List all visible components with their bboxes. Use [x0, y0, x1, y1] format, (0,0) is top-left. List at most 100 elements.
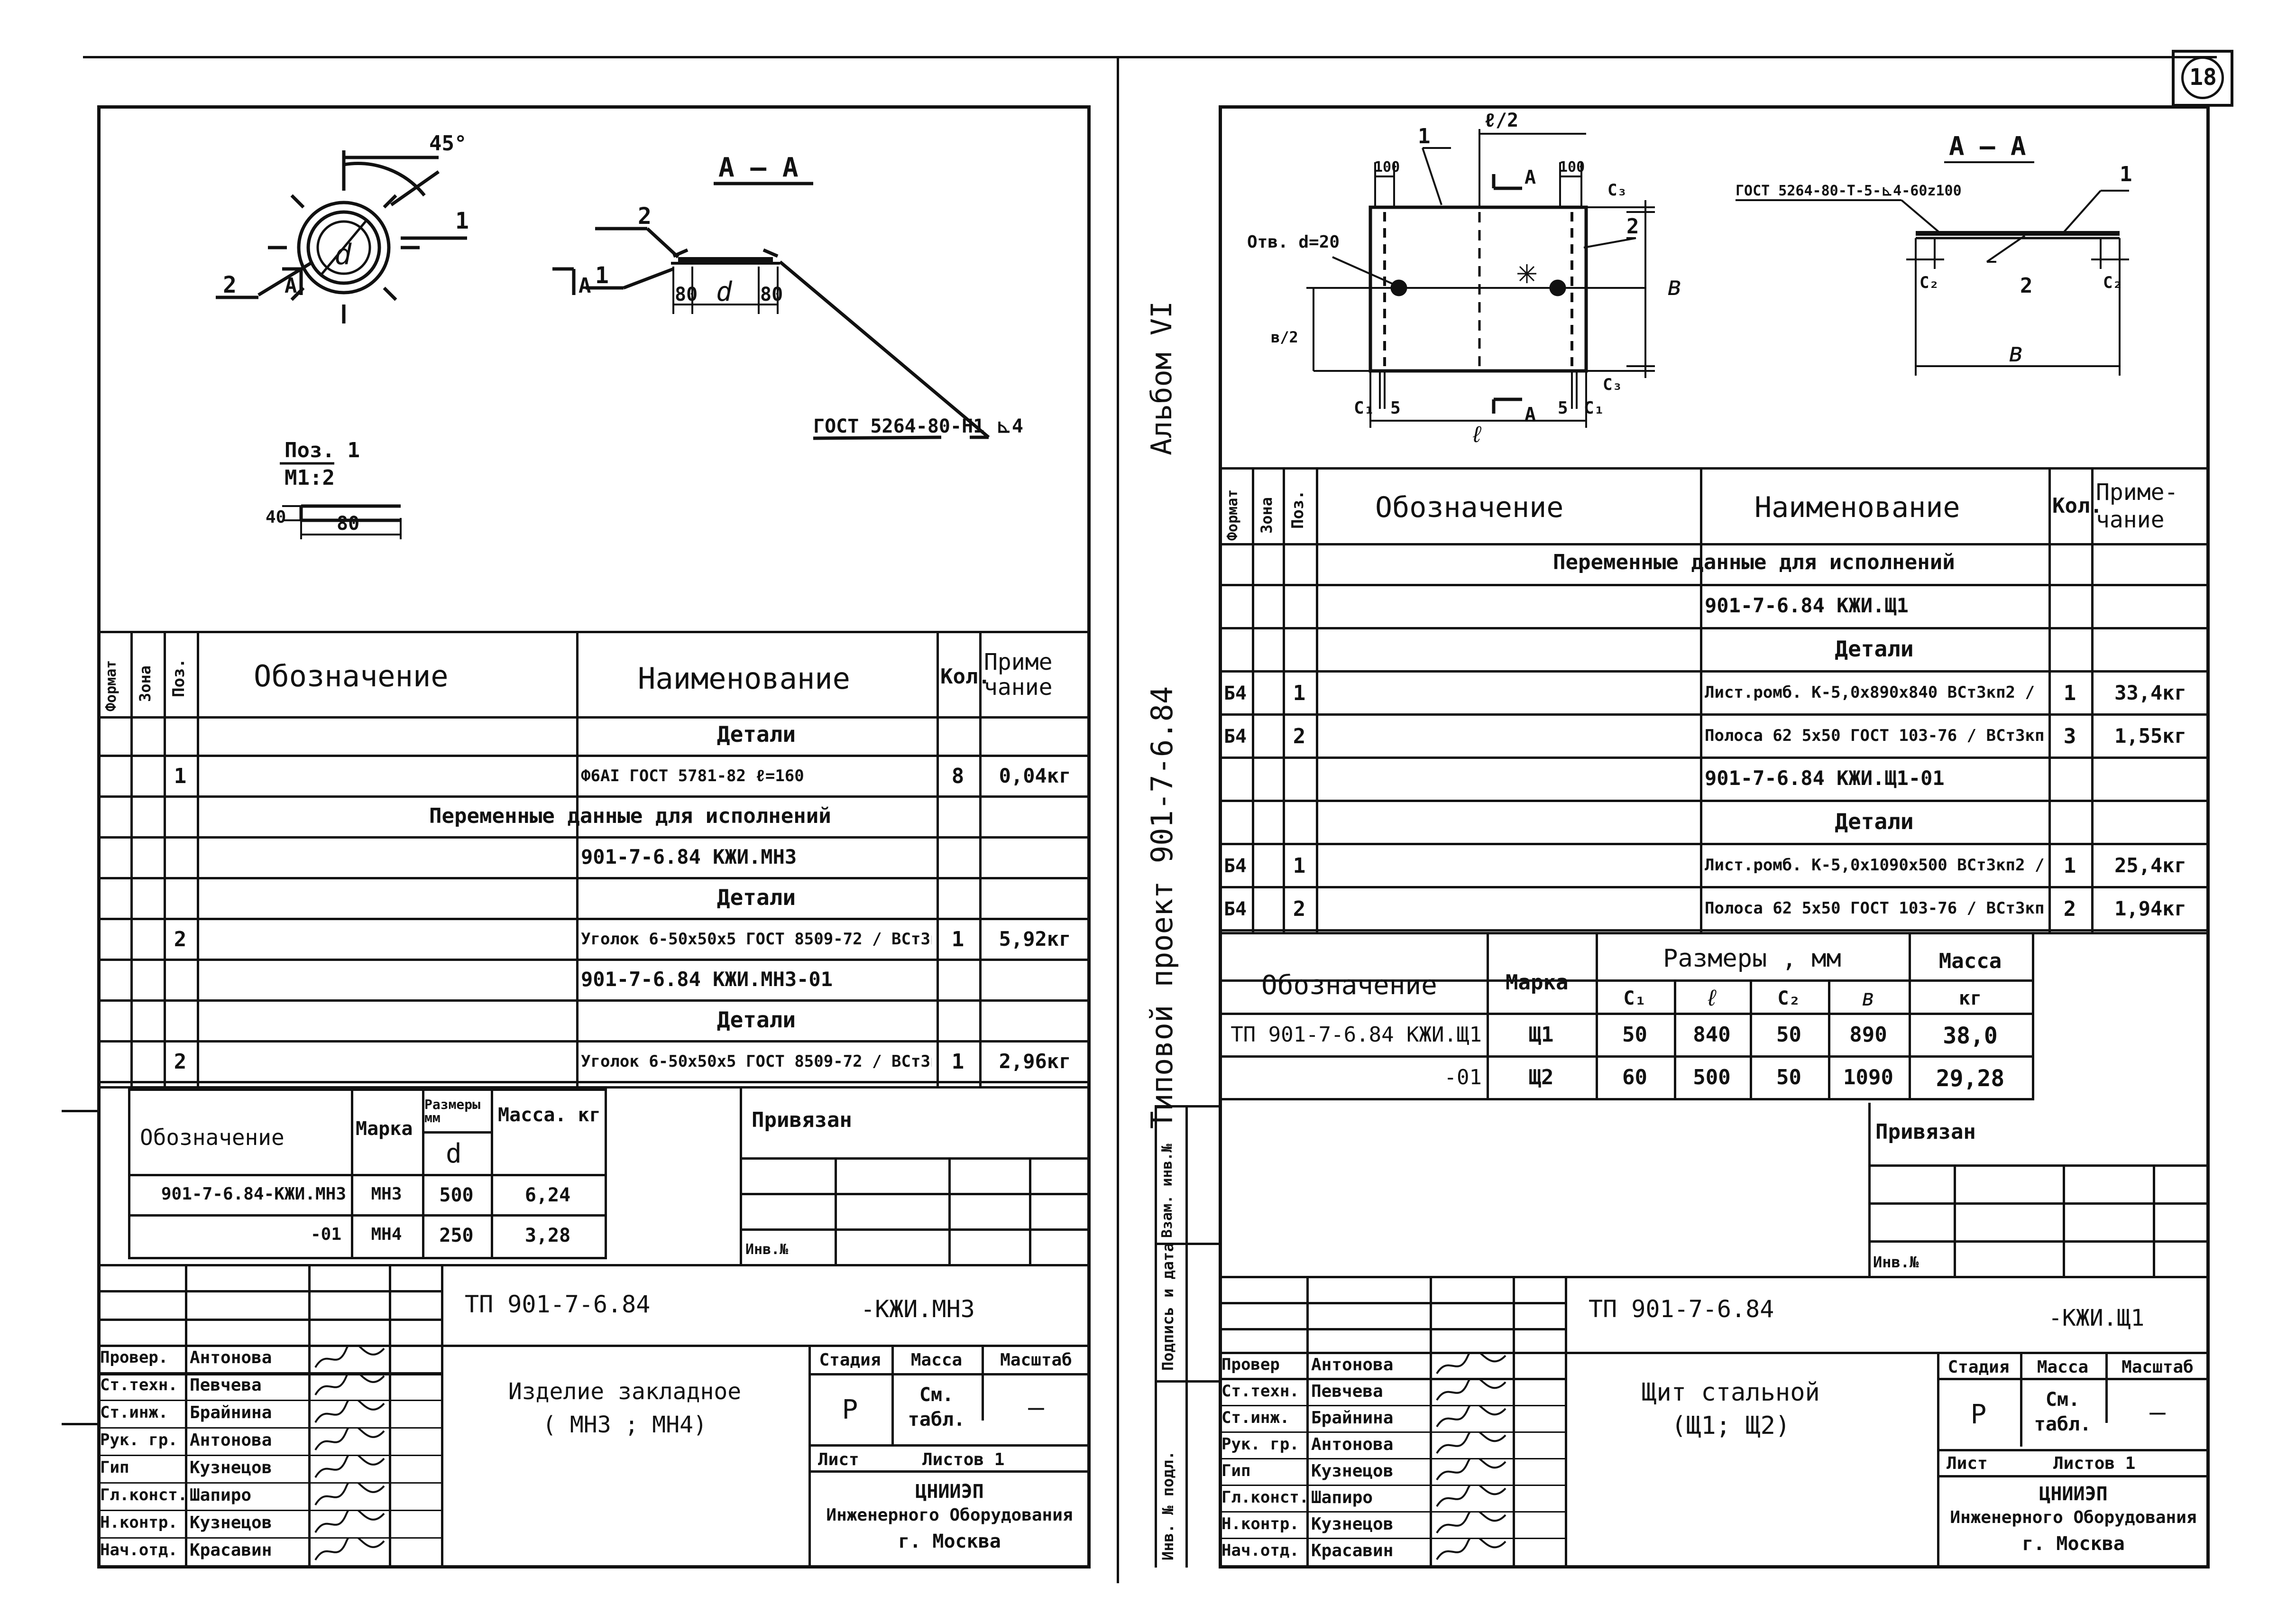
signatory-row-line — [1219, 1458, 1565, 1459]
spec-row-line — [1219, 713, 2210, 716]
spec-row-name: Детали — [716, 723, 796, 746]
spec-row-qty: 1 — [2063, 681, 2076, 705]
spec-row-name: Уголок 6-50х50х5 ГОСТ 8509-72 / ВСт3кп2-… — [581, 931, 932, 947]
spec-row-qty: 1 — [2063, 853, 2076, 878]
signature-scribble — [314, 1400, 385, 1423]
signatory-name: Антонова — [1311, 1435, 1394, 1454]
signatory-name: Кузнецов — [1311, 1514, 1394, 1534]
svg-text:2: 2 — [1626, 214, 1639, 239]
spec-row-note: 25,4кг — [2114, 853, 2186, 877]
project-label: Типовой проект 901-7-6.84 — [1145, 686, 1179, 1129]
spec-row-line — [97, 795, 1091, 798]
spec-row-line — [97, 877, 1091, 879]
spec-row-line — [1219, 670, 2210, 673]
spec-row-qty: 1 — [951, 927, 964, 951]
spec-row-name: Ф6АI ГОСТ 5781-82 ℓ=160 — [581, 767, 804, 784]
spec-row-qty: 1 — [951, 1050, 964, 1074]
signatory-name: Шапиро — [1311, 1488, 1373, 1507]
svg-text:А: А — [579, 274, 591, 298]
spec-row-line — [97, 755, 1091, 757]
signatory-name: Красавин — [1311, 1541, 1394, 1560]
spec-row-line — [1219, 757, 2210, 759]
signatory-role: Ст.техн. — [100, 1375, 178, 1394]
left-mass-table: Обозначение Марка Размеры мм d Масса. кг… — [128, 1089, 607, 1259]
svg-text:1: 1 — [2120, 162, 2132, 186]
svg-text:d: d — [716, 277, 733, 307]
spec-row-name: Уголок 6-50х50х5 ГОСТ 8509-72 / ВСт3кп2-… — [581, 1053, 932, 1070]
right-privyazan-box: Привязан Инв.№ — [1868, 1103, 2210, 1276]
right-title-block: ТП 901-7-6.84 -КЖИ.Щ1 Щит стальной (Щ1; … — [1219, 1276, 2210, 1568]
left-margin-stub-1 — [62, 1110, 97, 1112]
left-mass-row-2-oboz: -01 — [310, 1225, 341, 1244]
svg-text:2: 2 — [2020, 274, 2033, 298]
signatory-role: Нач.отд. — [100, 1541, 178, 1559]
weld-gost-label: ГОСТ 5264-80-Н1 ⊾4 — [813, 415, 1023, 437]
signatory-role: Ст.техн. — [1221, 1382, 1299, 1401]
svg-text:5: 5 — [1558, 398, 1568, 418]
left-doc-mark: -КЖИ.МН3 — [861, 1295, 975, 1323]
signature-scribble — [1436, 1511, 1506, 1534]
spec-row-line — [1219, 929, 2210, 932]
left-title-block: ТП 901-7-6.84 -КЖИ.МН3 Изделие закладное… — [97, 1264, 1091, 1568]
svg-text:1: 1 — [595, 262, 609, 289]
signatory-row-line — [97, 1427, 443, 1429]
signature-scribble — [1436, 1485, 1506, 1507]
right-sheet-frame — [1219, 105, 2210, 1569]
svg-text:С₂: С₂ — [2103, 273, 2122, 292]
signatory-row-line — [1219, 1405, 1565, 1406]
svg-text:1: 1 — [1418, 124, 1431, 148]
center-divider — [1117, 56, 1119, 1583]
d-label: d — [334, 238, 352, 271]
top-border-line — [83, 56, 2217, 58]
signatory-row-line — [97, 1455, 443, 1456]
signature-scribble — [314, 1427, 385, 1451]
svg-text:2: 2 — [223, 272, 237, 298]
signatory-role: Провер — [1221, 1355, 1280, 1374]
spec-row-note: 33,4кг — [2114, 681, 2186, 704]
spec-row-name: Детали — [1835, 810, 1914, 832]
svg-text:80: 80 — [760, 284, 783, 305]
spec-row-format: Б4 — [1223, 855, 1247, 877]
signature-scribble — [1436, 1405, 1506, 1428]
right-spec-table: Формат Зона Поз. Обозначение Наименовани… — [1219, 467, 2210, 934]
svg-text:в: в — [2008, 337, 2024, 368]
spec-row-poz: 2 — [174, 927, 187, 951]
signature-scribble — [314, 1345, 385, 1368]
right-item-name: Щит стальной — [1642, 1378, 1820, 1407]
signatory-row-line — [97, 1537, 443, 1539]
signatory-role: Гл.конст. — [1221, 1488, 1309, 1507]
signatory-row-line — [97, 1510, 443, 1511]
hole-label: Отв. d=20 — [1247, 232, 1340, 252]
spec-row-note: 2,96кг — [999, 1050, 1071, 1073]
right-drawing: ℓ/2 1 100 100 А А Отв. d=20 2 С₃ в в/2 С… — [1247, 110, 2132, 448]
svg-text:С₁: С₁ — [1584, 398, 1604, 418]
svg-text:С₂: С₂ — [1919, 273, 1939, 292]
signature-scribble — [314, 1372, 385, 1396]
signatory-name: Красавин — [190, 1541, 272, 1560]
signature-scribble — [314, 1455, 385, 1478]
signature-scribble — [1436, 1431, 1506, 1454]
signature-scribble — [1436, 1378, 1506, 1401]
spec-row-qty: 3 — [2063, 724, 2076, 748]
spec-row-name: Полоса 62 5х50 ГОСТ 103-76 / ВСт3кп2-1 Г… — [1705, 900, 2044, 917]
spec-row-line — [1219, 627, 2210, 629]
album-label: Альбом VI — [1145, 301, 1178, 455]
signatory-name: Кузнецов — [1311, 1461, 1394, 1481]
right-mass-table: Обозначение Марка Размеры , мм С₁ ℓ С₂ в… — [1219, 934, 2034, 1103]
spec-row-line — [1219, 886, 2210, 888]
signatory-name: Антонова — [190, 1430, 272, 1450]
spec-row-name: 901-7-6.84 КЖИ.МН3-01 — [581, 969, 833, 989]
svg-text:С₃: С₃ — [1607, 181, 1627, 200]
spec-row-format: Б4 — [1223, 682, 1247, 704]
left-item-name: Изделие закладное — [508, 1378, 742, 1405]
signatory-row-line — [1219, 1431, 1565, 1433]
svg-text:А: А — [1525, 166, 1536, 188]
spec-row-line — [1219, 843, 2210, 845]
sheet-number: 18 — [2189, 64, 2217, 91]
signature-scribble — [1436, 1352, 1506, 1375]
spec-row-line — [97, 999, 1091, 1002]
spec-row-line — [97, 918, 1091, 920]
signatory-row-line — [97, 1400, 443, 1401]
